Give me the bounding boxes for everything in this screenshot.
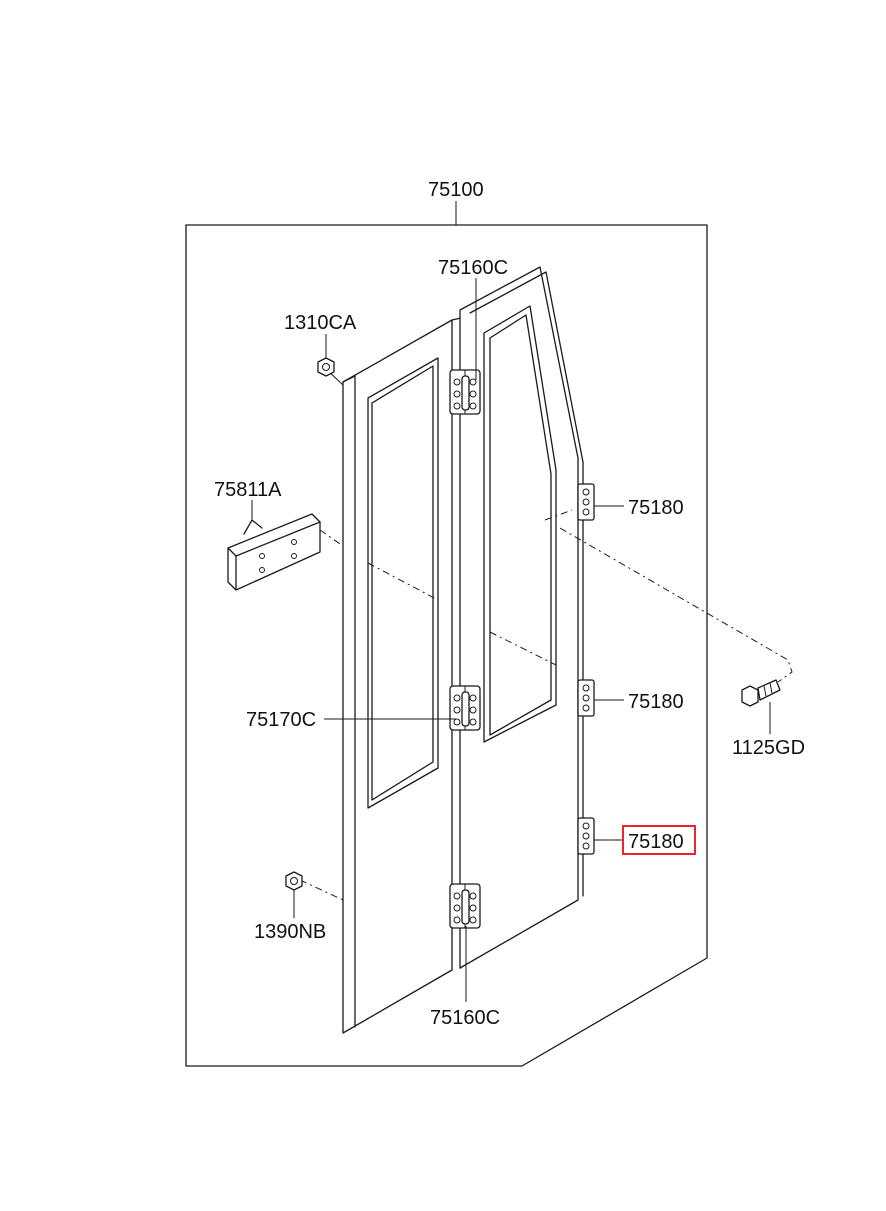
hinge-bottom	[449, 883, 481, 929]
striker-3	[577, 817, 595, 855]
right-door	[459, 266, 584, 969]
label-75180-1: 75180	[628, 497, 684, 519]
hinge-middle	[449, 685, 481, 731]
label-75170c: 75170C	[246, 709, 316, 731]
label-75180-2: 75180	[628, 691, 684, 713]
bolt	[741, 679, 781, 707]
hinge-top	[449, 369, 481, 415]
striker-1	[577, 483, 595, 521]
label-1125gd: 1125GD	[732, 737, 805, 759]
label-1390nb: 1390NB	[254, 921, 326, 943]
nut-top	[317, 357, 335, 377]
label-75160c-top: 75160C	[438, 257, 508, 279]
highlight-box-75180-3	[622, 825, 696, 855]
left-door	[342, 317, 462, 1034]
label-75811a: 75811A	[214, 479, 282, 501]
label-1310ca: 1310CA	[284, 312, 357, 334]
label-75180-3[interactable]: 75180	[628, 831, 684, 853]
assembly-frame	[185, 201, 708, 1067]
label-75100: 75100	[428, 179, 484, 201]
label-leaders	[251, 278, 771, 1002]
bracket	[227, 513, 321, 591]
striker-2	[577, 679, 595, 717]
nut-bottom	[285, 871, 303, 891]
label-75160c-bottom: 75160C	[430, 1007, 500, 1029]
